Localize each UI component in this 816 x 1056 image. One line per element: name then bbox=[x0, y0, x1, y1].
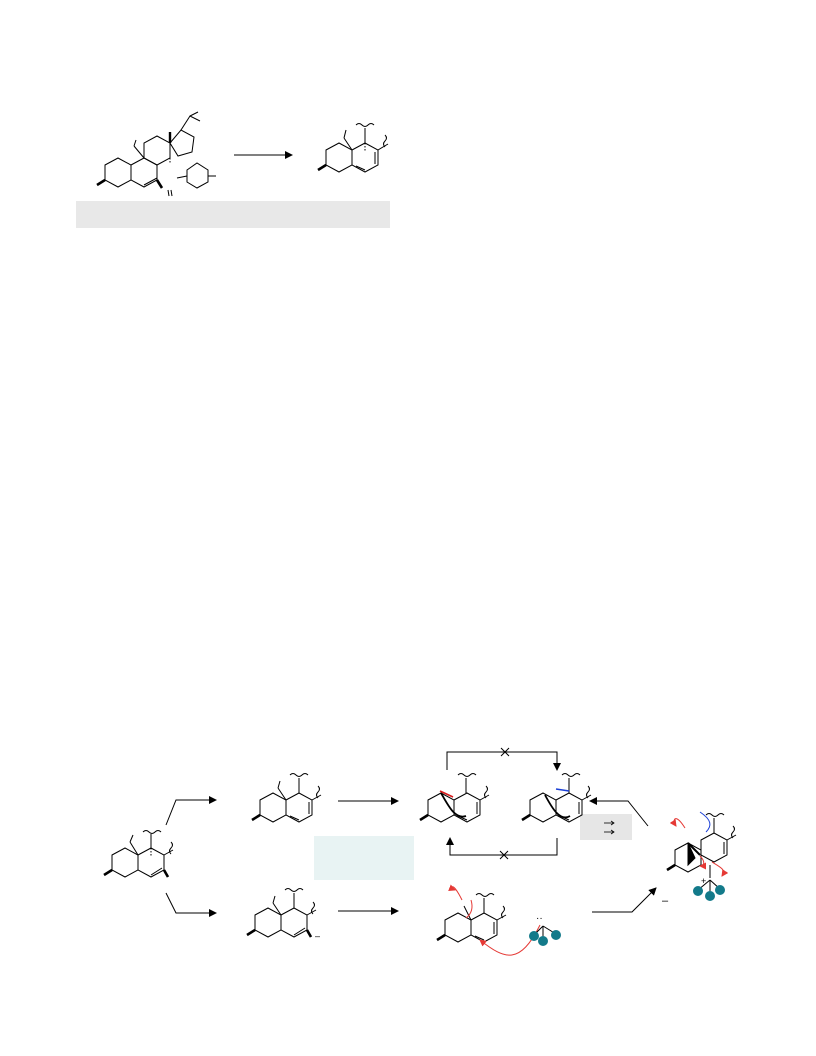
to-transition-state-arrow bbox=[592, 887, 657, 913]
upper-branch-arrow bbox=[165, 796, 217, 826]
lower-bridged-intermediate-structure bbox=[436, 893, 507, 943]
top-product-structure bbox=[317, 123, 389, 173]
curly-arrows-red bbox=[448, 818, 729, 956]
blocked-cross-marks bbox=[499, 747, 510, 860]
mechanism-note-box bbox=[314, 836, 414, 880]
blocked-reverse-arrow bbox=[446, 837, 558, 856]
conditions-box bbox=[580, 814, 632, 840]
top-scheme-caption-bar bbox=[76, 201, 390, 228]
upper-intermediate-structure bbox=[251, 773, 322, 823]
acetyl-mark: – bbox=[315, 931, 320, 941]
conditions-arrows bbox=[604, 820, 615, 835]
blocked-forward-arrow bbox=[446, 751, 561, 771]
teal-nucleophile-ts bbox=[693, 879, 725, 901]
teal-nucleophile-lower bbox=[529, 925, 561, 946]
ts-plus-charge: + bbox=[701, 876, 706, 886]
bridged-product-red-structure bbox=[419, 773, 490, 823]
from-transition-state-arrow bbox=[589, 797, 649, 827]
starting-steroid-structure bbox=[96, 111, 216, 197]
curly-arrow-blue bbox=[699, 811, 711, 833]
ts-minus-charge: – bbox=[662, 895, 669, 907]
lower-branch-arrow bbox=[165, 892, 217, 917]
lower-intermediate-structure bbox=[246, 888, 317, 938]
bridged-product-blue-structure bbox=[521, 773, 592, 823]
lone-pair-dots: ·· bbox=[536, 913, 543, 924]
lower-start-structure bbox=[103, 830, 174, 878]
transition-state-structure bbox=[666, 813, 737, 878]
